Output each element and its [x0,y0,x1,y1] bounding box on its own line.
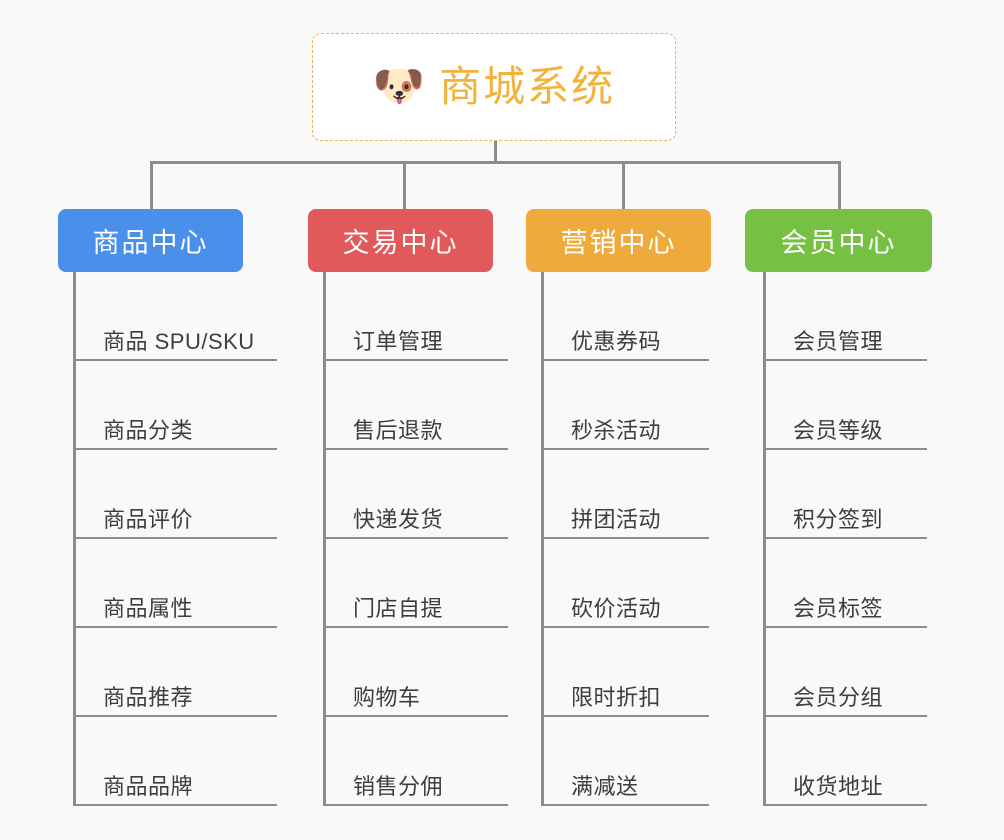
leaf-item-label: 积分签到 [793,506,884,532]
leaf-item[interactable]: 限时折扣 [541,628,709,717]
branch-node-marketing-center[interactable]: 营销中心 [526,209,711,272]
leaf-item[interactable]: 会员分组 [763,628,927,717]
leaf-item-label: 商品 SPU/SKU [103,328,255,354]
leaf-item[interactable]: 会员标签 [763,539,927,628]
leaf-item[interactable]: 商品品牌 [73,717,277,806]
leaf-item[interactable]: 售后退款 [323,361,508,450]
dog-face-icon: 🐶 [372,62,426,109]
leaf-item-label: 商品推荐 [103,684,194,710]
leaf-item-label: 商品评价 [103,506,194,532]
leaf-spine [73,272,76,806]
leaf-item-label: 订单管理 [353,328,444,354]
branch-label: 会员中心 [780,228,897,258]
leaf-spine [541,272,544,806]
leaf-item-label: 拼团活动 [571,506,662,532]
leaf-spine [763,272,766,806]
leaf-item[interactable]: 快递发货 [323,450,508,539]
leaf-item-label: 优惠券码 [571,328,662,354]
leaf-item[interactable]: 销售分佣 [323,717,508,806]
root-title: 商城系统 [439,63,616,110]
leaf-item[interactable]: 商品 SPU/SKU [73,272,277,361]
leaf-column-marketing-center: 优惠券码秒杀活动拼团活动砍价活动限时折扣满减送 [541,272,709,806]
leaf-item-label: 会员标签 [793,595,884,621]
leaf-spine [323,272,326,806]
leaf-item-label: 限时折扣 [571,684,662,710]
leaf-item[interactable]: 商品推荐 [73,628,277,717]
leaf-item-label: 购物车 [353,684,421,710]
root-node[interactable]: 🐶 商城系统 [312,33,676,141]
leaf-item-label: 砍价活动 [571,595,662,621]
leaf-item-label: 销售分佣 [353,773,444,799]
branch-drop-marketing-center [622,161,625,213]
branch-label: 营销中心 [560,228,677,258]
leaf-item[interactable]: 门店自提 [323,539,508,628]
leaf-item-label: 商品品牌 [103,773,194,799]
root-stem [494,141,497,164]
branch-label: 商品中心 [92,228,209,258]
leaf-item[interactable]: 收货地址 [763,717,927,806]
branch-label: 交易中心 [342,228,459,258]
leaf-item[interactable]: 会员等级 [763,361,927,450]
leaf-column-member-center: 会员管理会员等级积分签到会员标签会员分组收货地址 [763,272,927,806]
leaf-item-label: 会员管理 [793,328,884,354]
leaf-item[interactable]: 满减送 [541,717,709,806]
leaf-item[interactable]: 优惠券码 [541,272,709,361]
branch-drop-trade-center [403,161,406,213]
leaf-item-label: 满减送 [571,773,639,799]
leaf-column-trade-center: 订单管理售后退款快递发货门店自提购物车销售分佣 [323,272,508,806]
leaf-column-product-center: 商品 SPU/SKU 商品分类商品评价商品属性商品推荐商品品牌 [73,272,277,806]
leaf-item[interactable]: 拼团活动 [541,450,709,539]
leaf-item-label: 会员等级 [793,417,884,443]
branch-drop-member-center [838,161,841,213]
leaf-item-label: 会员分组 [793,684,884,710]
leaf-item[interactable]: 积分签到 [763,450,927,539]
leaf-item[interactable]: 会员管理 [763,272,927,361]
leaf-item[interactable]: 商品属性 [73,539,277,628]
leaf-item[interactable]: 购物车 [323,628,508,717]
leaf-item[interactable]: 订单管理 [323,272,508,361]
branch-drop-product-center [150,161,153,213]
leaf-item-label: 秒杀活动 [571,417,662,443]
leaf-item-label: 售后退款 [353,417,444,443]
branch-rail [150,161,841,164]
leaf-item-label: 收货地址 [793,773,884,799]
leaf-item-label: 商品属性 [103,595,194,621]
branch-node-product-center[interactable]: 商品中心 [58,209,243,272]
branch-node-member-center[interactable]: 会员中心 [745,209,932,272]
leaf-item-label: 商品分类 [103,417,194,443]
leaf-item[interactable]: 商品评价 [73,450,277,539]
branch-node-trade-center[interactable]: 交易中心 [308,209,493,272]
leaf-item-label: 门店自提 [353,595,444,621]
leaf-item[interactable]: 秒杀活动 [541,361,709,450]
leaf-item-label: 快递发货 [353,506,444,532]
leaf-item[interactable]: 砍价活动 [541,539,709,628]
leaf-item[interactable]: 商品分类 [73,361,277,450]
